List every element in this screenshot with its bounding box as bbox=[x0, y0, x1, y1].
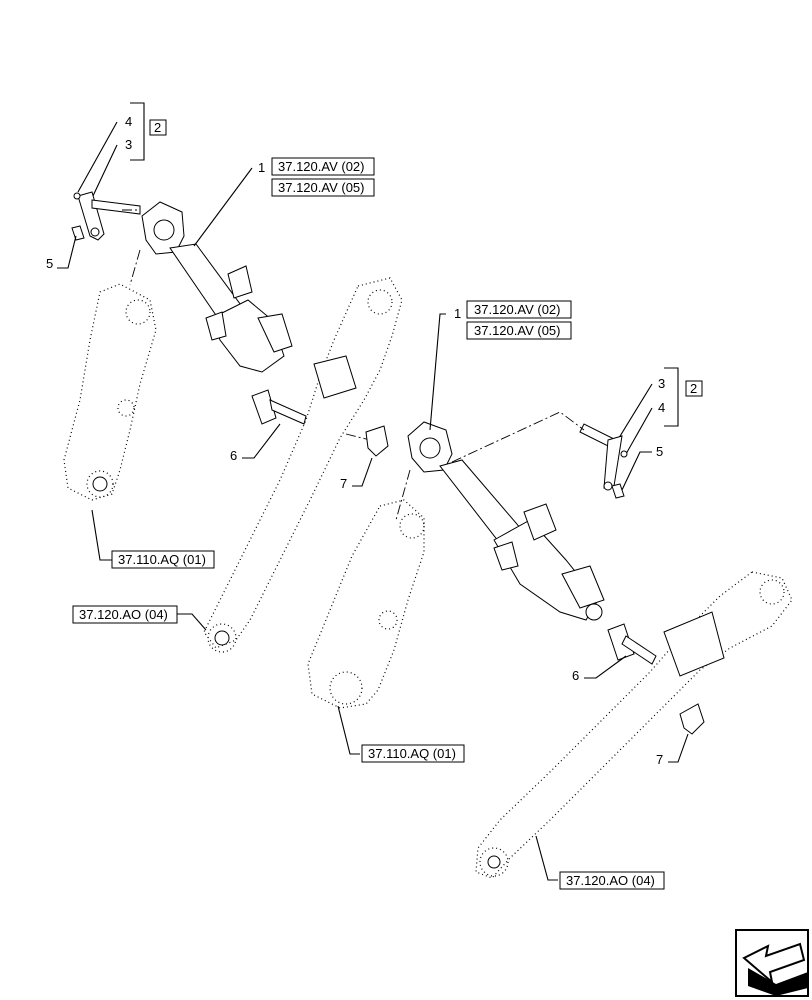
callout-3-right: 3 bbox=[658, 376, 665, 391]
pin-6-left bbox=[251, 389, 307, 425]
callout-7-right: 7 bbox=[656, 752, 663, 767]
top-link-left bbox=[141, 201, 293, 373]
callout-4-left: 4 bbox=[125, 114, 132, 129]
ref-av02-left: 37.120.AV (02) bbox=[278, 159, 364, 174]
callout-6-right: 6 bbox=[572, 668, 579, 683]
ref-box-aq01-right[interactable] bbox=[361, 744, 465, 763]
ref-ao04-left: 37.120.AO (04) bbox=[79, 607, 168, 622]
bracket-7-left bbox=[365, 425, 389, 457]
callout-3-left: 3 bbox=[125, 137, 132, 152]
lift-arm-left bbox=[63, 283, 157, 501]
pin-plate-right bbox=[579, 423, 628, 499]
ref-av02-right: 37.120.AV (02) bbox=[474, 302, 560, 317]
pin-plate-left bbox=[71, 191, 141, 241]
ref-box-av02-left[interactable] bbox=[271, 157, 375, 176]
ref-box-ao04-right[interactable] bbox=[559, 871, 665, 890]
lower-link-left bbox=[203, 277, 403, 653]
ref-box-av02-right[interactable] bbox=[466, 300, 572, 319]
callout-7-left: 7 bbox=[340, 476, 347, 491]
bracket-7-right bbox=[679, 703, 705, 735]
group-box-left[interactable] bbox=[149, 119, 167, 136]
callout-5-left: 5 bbox=[46, 256, 53, 271]
pin-6-right bbox=[607, 623, 657, 665]
ref-box-aq01-left[interactable] bbox=[111, 550, 215, 569]
ref-box-av05-right[interactable] bbox=[466, 321, 572, 340]
ref-av05-right: 37.120.AV (05) bbox=[474, 323, 560, 338]
ref-aq01-right: 37.110.AQ (01) bbox=[368, 746, 456, 761]
lower-link-right bbox=[475, 571, 793, 879]
group-box-right[interactable] bbox=[685, 380, 703, 397]
callout-6-left: 6 bbox=[230, 448, 237, 463]
callout-4-right: 4 bbox=[658, 400, 665, 415]
group-bracket-left: 2 4 3 bbox=[77, 102, 167, 199]
group-bracket-right: 2 3 4 bbox=[613, 367, 703, 455]
arrow-icon[interactable] bbox=[735, 929, 809, 997]
top-link-right bbox=[407, 421, 605, 621]
ref-av05-left: 37.120.AV (05) bbox=[278, 180, 364, 195]
callout-1-left: 1 bbox=[258, 160, 265, 175]
ref-aq01-left: 37.110.AQ (01) bbox=[118, 552, 206, 567]
ref-ao04-right: 37.120.AO (04) bbox=[566, 873, 655, 888]
callout-1-right: 1 bbox=[454, 306, 461, 321]
callout-2-left: 2 bbox=[154, 120, 161, 135]
callout-5-right: 5 bbox=[656, 444, 663, 459]
callout-2-right: 2 bbox=[690, 381, 697, 396]
ref-box-av05-left[interactable] bbox=[271, 178, 375, 197]
lift-arm-right bbox=[307, 499, 425, 709]
